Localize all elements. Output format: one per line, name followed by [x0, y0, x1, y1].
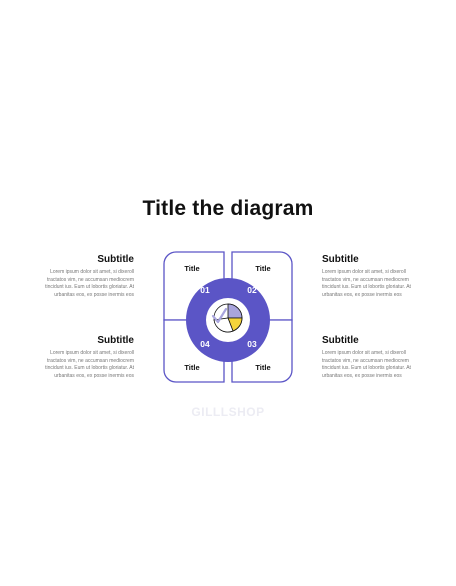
tile-label: Title: [184, 363, 199, 372]
section-top-right: Subtitle Lorem ipsum dolor sit amet, si …: [322, 254, 426, 299]
tile-accent: [228, 278, 270, 320]
tile-label: Title: [255, 363, 270, 372]
watermark: GILLLSHOP: [191, 405, 265, 419]
section-body: Lorem ipsum dolor sit amet, si dixeroll …: [45, 269, 134, 298]
tile-number: 01: [200, 285, 210, 295]
section-body: Lorem ipsum dolor sit amet, si dixeroll …: [45, 350, 134, 379]
tile-accent: [228, 320, 270, 362]
tile-accent: [186, 278, 228, 320]
tile-03: Title 03: [228, 319, 293, 383]
tile-number: 04: [200, 339, 210, 349]
section-body: Lorem ipsum dolor sit amet, si dixeroll …: [322, 269, 411, 298]
tile-label: Title: [184, 264, 199, 273]
section-subtitle: Subtitle: [97, 254, 134, 265]
tile-01: Title 01: [163, 251, 228, 321]
section-top-left: Subtitle Lorem ipsum dolor sit amet, si …: [30, 254, 134, 299]
tile-accent: [186, 320, 228, 362]
tile-02: Title 02: [228, 251, 293, 321]
section-body: Lorem ipsum dolor sit amet, si dixeroll …: [322, 350, 411, 379]
section-subtitle: Subtitle: [97, 335, 134, 346]
pie-chart-with-checkmark-icon: [211, 303, 243, 333]
tile-number: 02: [247, 285, 257, 295]
tile-label: Title: [255, 264, 270, 273]
section-bottom-left: Subtitle Lorem ipsum dolor sit amet, si …: [30, 335, 134, 380]
section-subtitle: Subtitle: [322, 335, 359, 346]
diagram-title: Title the diagram: [142, 197, 314, 220]
section-subtitle: Subtitle: [322, 254, 359, 265]
tile-number: 03: [247, 339, 257, 349]
section-bottom-right: Subtitle Lorem ipsum dolor sit amet, si …: [322, 335, 426, 380]
tile-04: Title 04: [163, 319, 228, 383]
